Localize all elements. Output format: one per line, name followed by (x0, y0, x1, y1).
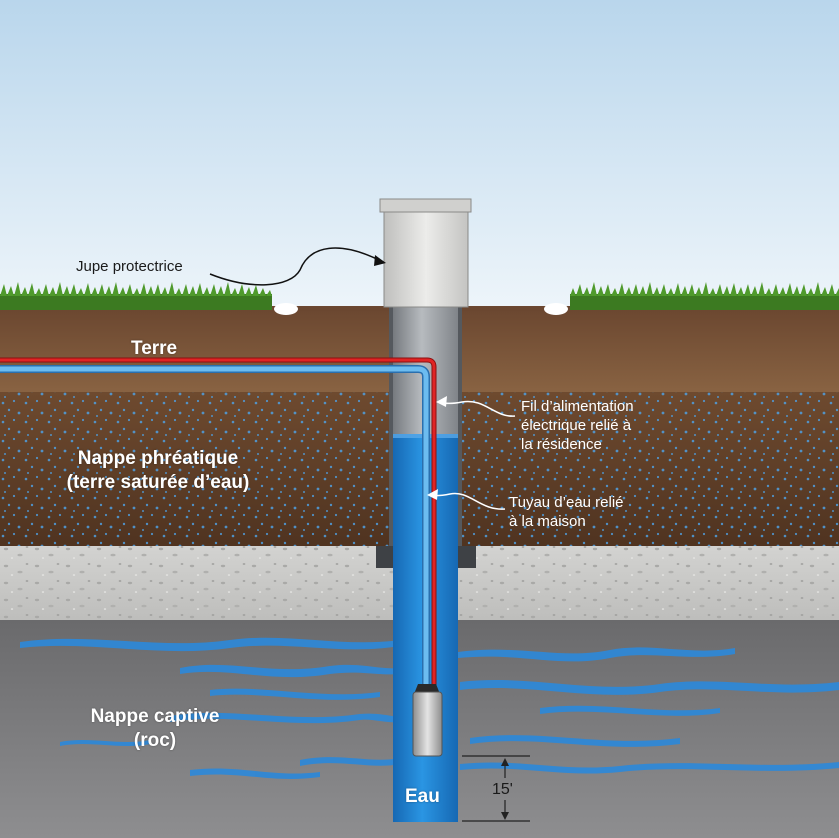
label-nappe-phreatique-line2: (terre saturée d’eau) (66, 471, 250, 493)
aquifer-cracks (20, 637, 839, 780)
label-jupe-protectrice: Jupe protectrice (76, 258, 183, 275)
label-nappe-phreatique: Nappe phréatique (terre saturée d’eau) (48, 447, 268, 495)
label-tuyau-line2: à la maison (509, 512, 586, 530)
protective-cap (383, 208, 469, 308)
label-tuyau-line1: Tuyau d’eau relié (509, 494, 624, 511)
grass-left (0, 282, 272, 310)
label-nappe-captive-line2: (roc) (133, 729, 177, 751)
grass-right (570, 282, 839, 310)
label-fil-line2: électrique relié à (521, 416, 632, 434)
distance-marker (462, 755, 530, 822)
label-terre: Terre (131, 338, 178, 359)
label-eau: Eau (405, 786, 440, 807)
jupe-leader (209, 247, 384, 286)
label-tuyau-eau: Tuyau d’eau relié à la maison (509, 494, 624, 532)
label-nappe-captive: Nappe captive (roc) (70, 705, 240, 753)
submersible-pump (412, 684, 443, 757)
label-nappe-captive-line1: Nappe captive (90, 706, 220, 727)
label-distance: 15' (492, 781, 513, 798)
label-nappe-phreatique-line1: Nappe phréatique (77, 448, 239, 469)
label-fil-line1: Fil d’alimentation (521, 398, 634, 415)
label-fil-alimentation: Fil d’alimentation électrique relié à la… (521, 398, 634, 454)
label-fil-line3: la résidence (521, 435, 602, 453)
